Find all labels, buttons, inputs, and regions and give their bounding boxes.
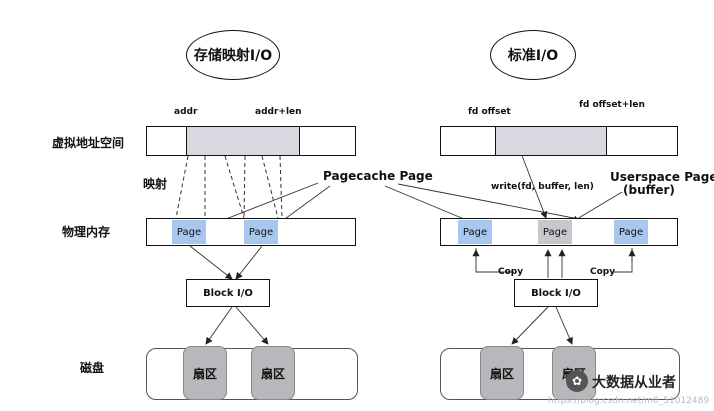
pagecache-page: Page	[172, 220, 206, 244]
arrow	[235, 306, 269, 345]
copy-arrows	[472, 249, 636, 278]
standard-io-title-text: 标准I/O	[507, 48, 559, 64]
sector-label: 扇区	[192, 366, 217, 381]
block-io-label: Block I/O	[203, 287, 253, 299]
mapping-line	[279, 155, 283, 219]
page-label: Page	[462, 226, 488, 238]
userspace-pointer-arrow	[571, 191, 623, 223]
page-label: Page	[248, 226, 274, 238]
mmap-io-title-text: 存储映射I/O	[193, 48, 273, 64]
mapping-line	[224, 155, 245, 219]
disk-sector: 扇区	[183, 346, 227, 400]
pagecache-page-annotation: Pagecache Page	[323, 169, 433, 183]
watermark-url: https://blog.csdn.net/m0_51012489	[548, 396, 710, 406]
block-io-box: Block I/O	[186, 279, 270, 307]
watermark-brand: 大数据从业者	[592, 375, 676, 391]
block-io-label: Block I/O	[531, 287, 581, 299]
page-label: Page	[176, 226, 202, 238]
pagecache-page: Page	[614, 220, 648, 244]
userspace-page: Page	[538, 220, 572, 244]
block-io-box-right: Block I/O	[514, 279, 598, 307]
pagecache-pointer-arrow	[384, 185, 477, 225]
mapping-line	[261, 155, 279, 219]
sector-label: 扇区	[489, 366, 514, 381]
addr-len-label: addr+len	[255, 107, 302, 117]
arrow	[205, 306, 233, 345]
copy-label: Copy	[590, 267, 616, 277]
standard-io-title: 标准I/O	[490, 30, 576, 80]
sector-label: 扇区	[260, 366, 285, 381]
userspace-page-annotation: Userspace Page	[610, 170, 714, 184]
arrow	[235, 245, 263, 280]
fd-offset-label: fd offset	[468, 107, 511, 117]
arrow	[555, 306, 573, 345]
pagecache-page: Page	[458, 220, 492, 244]
wechat-icon: ✿	[566, 370, 588, 392]
left-io-arrows	[189, 245, 269, 345]
mmap-io-title: 存储映射I/O	[186, 30, 280, 80]
arrow	[189, 245, 233, 280]
row-label-physical: 物理内存	[62, 225, 111, 239]
userspace-buffer-annotation: (buffer)	[623, 183, 675, 197]
disk-sector: 扇区	[480, 346, 524, 400]
mapping-line	[175, 155, 189, 219]
mapping-lines	[175, 155, 283, 219]
row-label-virtual: 虚拟地址空间	[52, 136, 125, 150]
disk-sector: 扇区	[251, 346, 295, 400]
write-call-label: write(fd, buffer, len)	[491, 182, 594, 192]
addr-label: addr	[174, 107, 198, 117]
fd-offset-len-label: fd offset+len	[579, 100, 645, 110]
page-label: Page	[542, 226, 568, 238]
mapping-line	[243, 155, 246, 219]
buffer-region	[495, 127, 607, 155]
mapped-region	[186, 127, 300, 155]
right-io-arrows	[511, 306, 573, 345]
copy-label: Copy	[498, 267, 524, 277]
map-label: 映射	[143, 177, 168, 191]
arrow	[511, 306, 549, 345]
pagecache-page: Page	[244, 220, 278, 244]
page-label: Page	[618, 226, 644, 238]
row-label-disk: 磁盘	[80, 361, 105, 375]
pagecache-pointer-arrow	[277, 185, 331, 225]
copy-line	[614, 248, 633, 273]
